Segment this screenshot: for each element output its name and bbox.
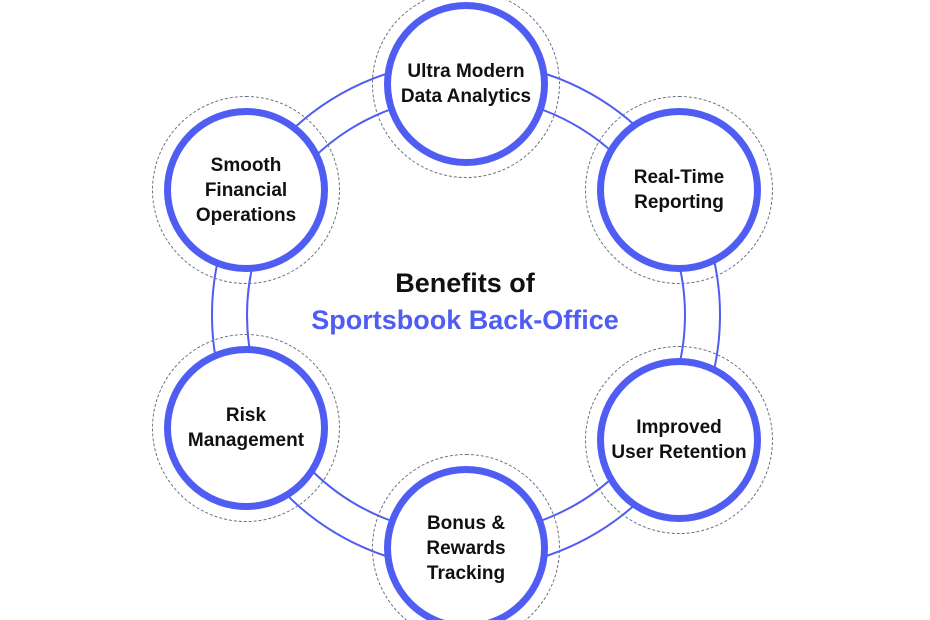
benefit-label-line: Ultra Modern <box>407 61 525 82</box>
benefit-label-line: Operations <box>195 204 297 226</box>
benefit-label-line: Real-Time <box>633 167 725 188</box>
benefit-label-line: Smooth <box>210 154 282 176</box>
benefit-label-line: Risk <box>225 405 267 426</box>
benefit-node-user-retention: Improved User Retention <box>585 346 773 534</box>
benefit-node-data-analytics: Ultra Modern Data Analytics <box>372 0 560 178</box>
benefit-node-risk-management: Risk Management <box>152 334 340 522</box>
diagram-title: Benefits of Sportsbook Back-Office <box>265 265 665 339</box>
benefit-node-real-time-reporting: Real-Time Reporting <box>585 96 773 284</box>
benefit-label-line: Data Analytics <box>400 86 532 107</box>
benefit-node-bonus-rewards-tracking: Bonus & Rewards Tracking <box>372 454 560 620</box>
benefit-label-line: Rewards <box>426 537 506 559</box>
diagram-title-line1: Benefits of <box>395 268 535 298</box>
diagram-title-line2: Sportsbook Back-Office <box>311 305 619 335</box>
benefit-label-line: Reporting <box>634 192 724 213</box>
benefit-label-line: Tracking <box>426 562 506 584</box>
benefit-label-line: User Retention <box>611 442 747 463</box>
benefit-label-line: Financial <box>204 179 288 201</box>
benefit-label-line: Improved <box>636 417 722 438</box>
benefit-label-line: Management <box>187 430 305 451</box>
benefit-label-line: Bonus & <box>426 512 506 534</box>
benefit-node-financial-operations: Smooth Financial Operations <box>152 96 340 284</box>
